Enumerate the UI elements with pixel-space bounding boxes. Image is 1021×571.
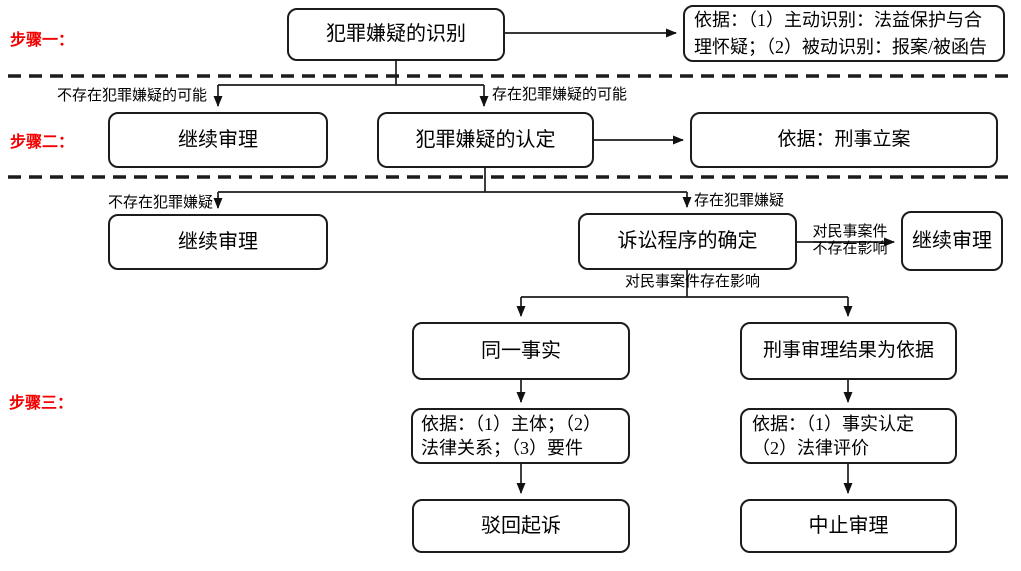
step-three-label: 步骤三： xyxy=(9,395,74,412)
node-suspend-trial: 中止审理 xyxy=(740,499,957,553)
edge-label-no-suspicion-possibility: 不存在犯罪嫌疑的可能 xyxy=(57,88,208,104)
node-continue-trial-3: 继续审理 xyxy=(901,211,1003,271)
node-continue-trial-1: 继续审理 xyxy=(108,112,328,168)
node-crime-suspicion-identification: 犯罪嫌疑的识别 xyxy=(287,8,505,61)
edge-label-suspicion-possibility: 存在犯罪嫌疑的可能 xyxy=(492,87,628,103)
node-same-fact: 同一事实 xyxy=(412,322,630,380)
node-crime-suspicion-determination: 犯罪嫌疑的认定 xyxy=(377,112,594,168)
connector-arrows xyxy=(213,28,895,494)
edge-label-suspicion-exists: 存在犯罪嫌疑 xyxy=(694,193,785,209)
node-continue-trial-2: 继续审理 xyxy=(108,214,328,270)
node-fact-evaluation-basis: 依据：（1）事实认定 （2）法律评价 xyxy=(740,408,957,464)
node-same-fact-basis: 依据：（1）主体；（2） 法律关系；（3）要件 xyxy=(411,408,630,464)
step-two-label: 步骤二： xyxy=(10,134,75,151)
node-procedure-determination: 诉讼程序的确定 xyxy=(578,213,797,270)
edge-label-no-suspicion: 不存在犯罪嫌疑 xyxy=(108,195,214,211)
node-identification-basis: 依据：（1）主动识别：法益保护与合 理怀疑；（2）被动识别：报案/被函告 xyxy=(683,5,1005,62)
edge-label-no-impact-on-civil-case: 对民事案件 不存在影响 xyxy=(812,224,888,257)
node-criminal-result-as-basis: 刑事审理结果为依据 xyxy=(740,322,957,380)
edge-label-impact-on-civil-case: 对民事案件存在影响 xyxy=(625,274,761,290)
step-one-label: 步骤一： xyxy=(10,32,75,49)
node-dismiss-lawsuit: 驳回起诉 xyxy=(412,499,630,553)
node-criminal-filing-basis: 依据：刑事立案 xyxy=(690,112,998,168)
